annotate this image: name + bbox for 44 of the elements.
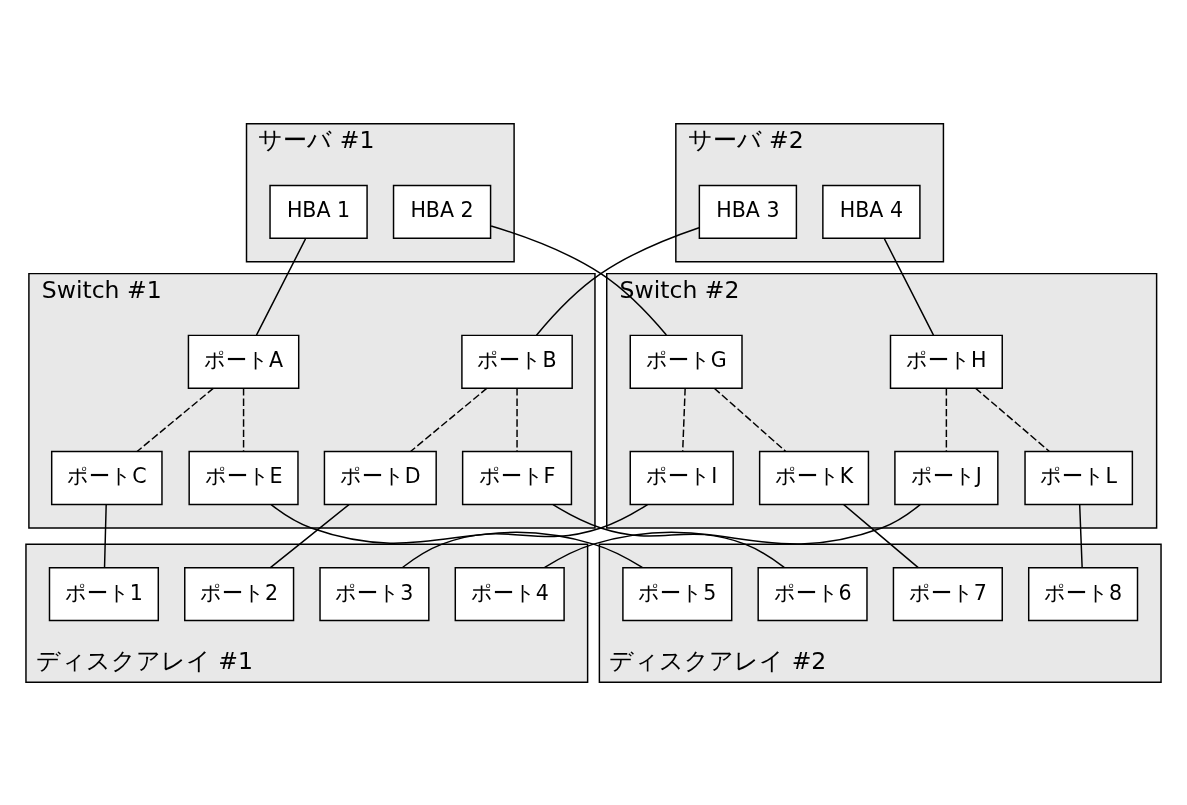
connector (490, 224, 668, 336)
node-box: HBA 4 (822, 184, 921, 239)
connector (269, 503, 350, 568)
node-box: ポート3 (319, 566, 430, 621)
node-box: ポートD (323, 450, 437, 505)
node-box: ポート1 (48, 566, 160, 621)
connector (975, 387, 1051, 452)
node-box: ポート4 (454, 566, 565, 621)
connector (535, 226, 700, 336)
node-box: ポートK (758, 450, 870, 505)
connector (713, 387, 787, 452)
connector (242, 387, 245, 452)
node-box: HBA 1 (269, 184, 368, 239)
node-box: HBA 3 (698, 184, 798, 239)
node-box: ポート2 (184, 566, 295, 621)
connector (136, 387, 214, 452)
node-box: ポート6 (757, 566, 868, 621)
node-box: ポートA (187, 334, 300, 389)
connector (552, 503, 785, 568)
node-box: ポートL (1024, 450, 1134, 505)
connector (843, 503, 919, 568)
node-box: ポートH (889, 334, 1003, 389)
node-box: ポートE (188, 450, 299, 505)
node-box: ポート8 (1027, 566, 1139, 621)
connector (402, 503, 649, 568)
connector (103, 503, 107, 568)
connector (409, 387, 488, 452)
node-box: ポート5 (622, 566, 733, 621)
connector (516, 387, 518, 452)
connector (681, 387, 686, 452)
node-box: HBA 2 (392, 184, 492, 239)
connector (270, 503, 643, 568)
node-box: ポートB (461, 334, 573, 389)
connector (945, 387, 948, 452)
node-box: ポートG (629, 334, 743, 389)
node-box: ポートJ (894, 450, 999, 505)
connector (543, 503, 921, 568)
node-box: ポートC (50, 450, 163, 505)
node-box: ポートF (461, 450, 573, 505)
node-box: ポート7 (892, 566, 1003, 621)
connector (883, 237, 935, 336)
connector (255, 237, 307, 336)
connector (1078, 503, 1083, 568)
node-box: ポートI (629, 450, 734, 505)
